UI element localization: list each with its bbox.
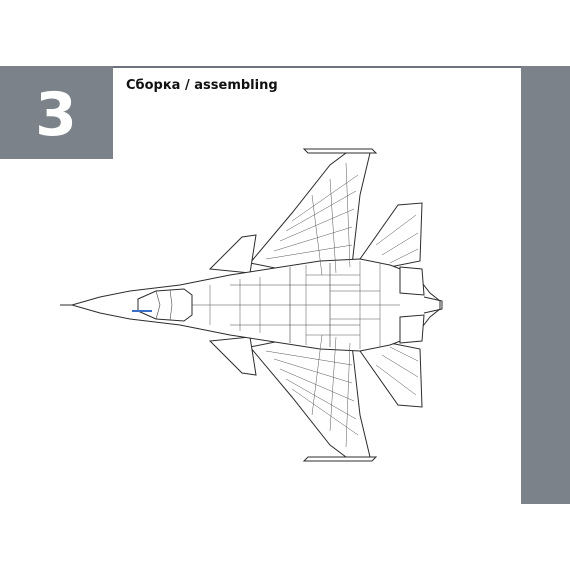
upper-wing: [249, 152, 371, 276]
fuselage-panels: [209, 261, 381, 349]
canopy-frame: [155, 289, 173, 321]
lower-stabilizer-panels: [375, 346, 419, 396]
fuselage-panel-lines: [306, 274, 380, 336]
upper-wingtip-rail: [302, 148, 378, 154]
lower-canard: [208, 336, 257, 376]
upper-wing-panels: [265, 162, 359, 276]
lower-stabilizer: [359, 342, 423, 408]
section-title: Сборка / assembling: [126, 78, 278, 93]
step-badge: 3: [0, 66, 113, 159]
lower-wing: [249, 334, 371, 458]
upper-nozzle: [399, 266, 425, 296]
lower-wingtip-rail: [302, 456, 378, 462]
spine-lines: [192, 263, 400, 347]
side-band: [521, 66, 570, 504]
aircraft-top-view-icon: [60, 148, 443, 462]
tail-cone: [423, 296, 443, 314]
upper-stabilizer-panels: [375, 214, 419, 264]
upper-stabilizer: [359, 202, 423, 268]
canopy: [137, 288, 193, 322]
lower-wing-panels: [265, 334, 359, 448]
aircraft-drawing: [60, 135, 520, 475]
step-number: 3: [35, 79, 78, 150]
upper-canard: [208, 234, 257, 274]
page-frame: [0, 66, 570, 504]
lower-nozzle: [399, 314, 425, 344]
